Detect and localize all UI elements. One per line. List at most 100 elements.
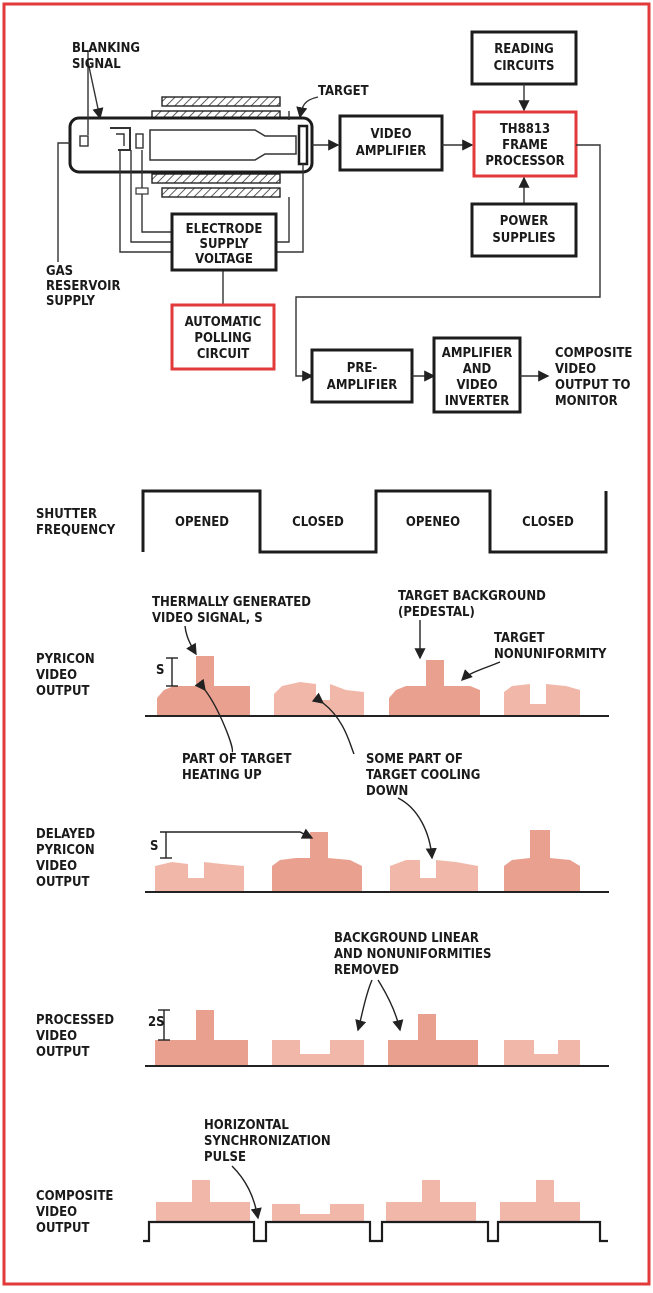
- svg-text:OUTPUT: OUTPUT: [36, 1045, 89, 1060]
- svg-text:PYRICON: PYRICON: [36, 843, 95, 858]
- svg-text:TARGET BACKGROUND: TARGET BACKGROUND: [398, 589, 546, 604]
- reading-circuits-block: READING CIRCUITS: [470, 30, 578, 86]
- svg-text:PROCESSED: PROCESSED: [36, 1013, 114, 1028]
- electrode-supply-block: ELECTRODE SUPPLY VOLTAGE: [170, 212, 278, 272]
- amplifier-inverter-block: AMPLIFIER AND VIDEO INVERTER: [432, 336, 522, 414]
- svg-text:SUPPLIES: SUPPLIES: [492, 231, 555, 246]
- nonuniformity-annotation: TARGET NONUNIFORMITY: [494, 631, 607, 662]
- blanking-signal-label: BLANKING SIGNAL: [72, 41, 140, 72]
- svg-text:VIDEO: VIDEO: [370, 127, 411, 142]
- composite-sync-waveform: [143, 1220, 608, 1243]
- svg-text:MONITOR: MONITOR: [555, 394, 618, 409]
- svg-text:AMPLIFIER: AMPLIFIER: [442, 346, 512, 361]
- composite-output-row-label: COMPOSITE VIDEO OUTPUT: [36, 1189, 113, 1236]
- svg-text:AMPLIFIER: AMPLIFIER: [327, 378, 397, 393]
- gas-supply-label: GAS RESERVOIR SUPPLY: [46, 264, 121, 309]
- processed-signal-pulses: [155, 1010, 580, 1066]
- svg-text:READING: READING: [494, 42, 554, 57]
- pedestal-annotation: TARGET BACKGROUND (PEDESTAL): [398, 589, 546, 620]
- svg-text:SUPPLY: SUPPLY: [46, 294, 95, 309]
- svg-text:SIGNAL: SIGNAL: [72, 57, 121, 72]
- removed-annotation: BACKGROUND LINEAR AND NONUNIFORMITIES RE…: [334, 931, 491, 978]
- svg-text:SHUTTER: SHUTTER: [36, 507, 97, 522]
- svg-text:HEATING UP: HEATING UP: [182, 768, 262, 783]
- shutter-state-4: CLOSED: [522, 515, 574, 530]
- svg-text:AMPLIFIER: AMPLIFIER: [356, 144, 426, 159]
- heating-annotation: PART OF TARGET HEATING UP: [182, 752, 292, 783]
- svg-text:SUPPLY: SUPPLY: [200, 237, 249, 252]
- svg-text:VIDEO SIGNAL, S: VIDEO SIGNAL, S: [152, 611, 263, 626]
- svg-text:VIDEO: VIDEO: [36, 1205, 77, 1220]
- svg-text:POWER: POWER: [500, 214, 548, 229]
- svg-text:SYNCHRONIZATION: SYNCHRONIZATION: [204, 1134, 331, 1149]
- video-amplifier-block: VIDEO AMPLIFIER: [338, 114, 444, 172]
- two-s-marker: 2S: [148, 1015, 165, 1030]
- svg-text:SOME PART OF: SOME PART OF: [366, 752, 463, 767]
- plate-top-1: [161, 96, 281, 107]
- svg-text:DELAYED: DELAYED: [36, 827, 95, 842]
- svg-text:ELECTRODE: ELECTRODE: [186, 222, 263, 237]
- target-label: TARGET: [318, 84, 369, 99]
- svg-text:POLLING: POLLING: [194, 331, 251, 346]
- processed-output-label: PROCESSED VIDEO OUTPUT: [36, 1013, 114, 1060]
- annotation-arrows: [158, 620, 501, 1220]
- svg-text:CIRCUITS: CIRCUITS: [494, 59, 555, 74]
- svg-text:VIDEO: VIDEO: [456, 378, 497, 393]
- shutter-label: SHUTTER FREQUENCY: [36, 507, 116, 538]
- composite-signal-pulses: [156, 1180, 580, 1222]
- svg-text:AUTOMATIC: AUTOMATIC: [185, 315, 262, 330]
- delayed-signal-pulses: [155, 830, 580, 892]
- svg-text:COMPOSITE: COMPOSITE: [555, 346, 632, 361]
- svg-text:VIDEO: VIDEO: [36, 859, 77, 874]
- svg-text:PYRICON: PYRICON: [36, 652, 95, 667]
- svg-text:OUTPUT TO: OUTPUT TO: [555, 378, 631, 393]
- svg-text:PRE-: PRE-: [347, 361, 378, 376]
- svg-text:VIDEO: VIDEO: [36, 1029, 77, 1044]
- plate-bottom-1: [151, 173, 281, 184]
- svg-text:CIRCUIT: CIRCUIT: [197, 347, 249, 362]
- svg-text:COMPOSITE: COMPOSITE: [36, 1189, 113, 1204]
- preamplifier-block: PRE- AMPLIFIER: [310, 348, 414, 404]
- s-marker-2: S: [150, 839, 158, 854]
- svg-text:PART OF TARGET: PART OF TARGET: [182, 752, 292, 767]
- svg-text:OUTPUT: OUTPUT: [36, 1221, 89, 1236]
- svg-text:PULSE: PULSE: [204, 1150, 246, 1165]
- svg-text:TARGET: TARGET: [494, 631, 545, 646]
- svg-text:GAS: GAS: [46, 264, 73, 279]
- svg-text:VIDEO: VIDEO: [555, 362, 596, 377]
- sync-pulse-annotation: HORIZONTAL SYNCHRONIZATION PULSE: [204, 1118, 331, 1165]
- svg-text:OUTPUT: OUTPUT: [36, 684, 89, 699]
- svg-text:AND NONUNIFORMITIES: AND NONUNIFORMITIES: [334, 947, 491, 962]
- s-marker-1: S: [156, 663, 164, 678]
- cooling-annotation: SOME PART OF TARGET COOLING DOWN: [366, 752, 480, 799]
- pyricon-output-label: PYRICON VIDEO OUTPUT: [36, 652, 95, 699]
- svg-text:BLANKING: BLANKING: [72, 41, 140, 56]
- svg-text:THERMALLY GENERATED: THERMALLY GENERATED: [152, 595, 311, 610]
- svg-text:VIDEO: VIDEO: [36, 668, 77, 683]
- shutter-state-2: CLOSED: [292, 515, 344, 530]
- svg-text:INVERTER: INVERTER: [445, 394, 510, 409]
- shutter-waveform: [141, 489, 608, 554]
- svg-text:REMOVED: REMOVED: [334, 963, 399, 978]
- svg-text:TARGET COOLING: TARGET COOLING: [366, 768, 480, 783]
- svg-text:DOWN: DOWN: [366, 784, 408, 799]
- svg-text:HORIZONTAL: HORIZONTAL: [204, 1118, 289, 1133]
- thermal-signal-annotation: THERMALLY GENERATED VIDEO SIGNAL, S: [152, 595, 311, 626]
- pyricon-tube: [68, 116, 314, 174]
- svg-text:(PEDESTAL): (PEDESTAL): [398, 605, 475, 620]
- svg-text:BACKGROUND LINEAR: BACKGROUND LINEAR: [334, 931, 479, 946]
- pyricon-signal-pulses: [157, 656, 580, 716]
- svg-text:VOLTAGE: VOLTAGE: [195, 252, 253, 267]
- svg-text:NONUNIFORMITY: NONUNIFORMITY: [494, 647, 607, 662]
- polling-circuit-block: AUTOMATIC POLLING CIRCUIT: [170, 303, 276, 371]
- svg-text:TH8813: TH8813: [500, 122, 550, 137]
- composite-output-label: COMPOSITE VIDEO OUTPUT TO MONITOR: [555, 346, 632, 409]
- svg-text:RESERVOIR: RESERVOIR: [46, 279, 121, 294]
- shutter-state-1: OPENED: [175, 515, 229, 530]
- frame-processor-block: TH8813 FRAME PROCESSOR: [472, 110, 578, 178]
- shutter-state-3: OPENEO: [406, 515, 460, 530]
- power-supplies-block: POWER SUPPLIES: [470, 202, 578, 258]
